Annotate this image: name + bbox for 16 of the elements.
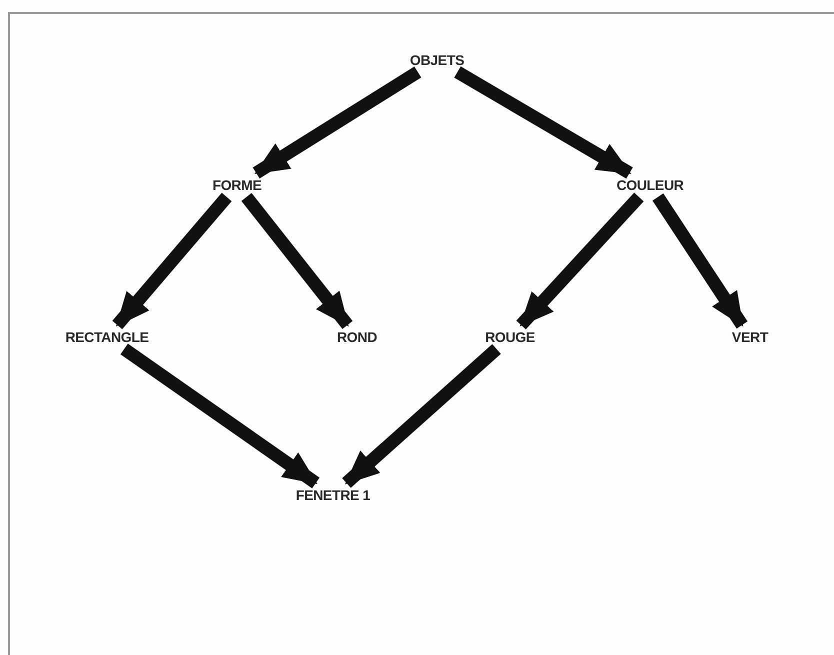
node-label: RECTANGLE — [59, 325, 155, 349]
arrow — [454, 66, 633, 179]
arrow — [652, 193, 748, 329]
arrow — [342, 344, 501, 488]
arrow — [252, 66, 422, 178]
node-label: VERT — [726, 325, 774, 349]
node-label: ROUGE — [479, 325, 541, 349]
node-label: COULEUR — [610, 173, 690, 197]
node-label: FENETRE 1 — [290, 483, 376, 507]
arrow — [241, 192, 353, 330]
arrow — [112, 192, 232, 330]
arrow — [120, 344, 320, 488]
node-label: FORME — [206, 173, 268, 197]
node-label: OBJETS — [404, 48, 470, 72]
node-label: ROND — [330, 325, 384, 349]
arrow — [516, 192, 644, 330]
